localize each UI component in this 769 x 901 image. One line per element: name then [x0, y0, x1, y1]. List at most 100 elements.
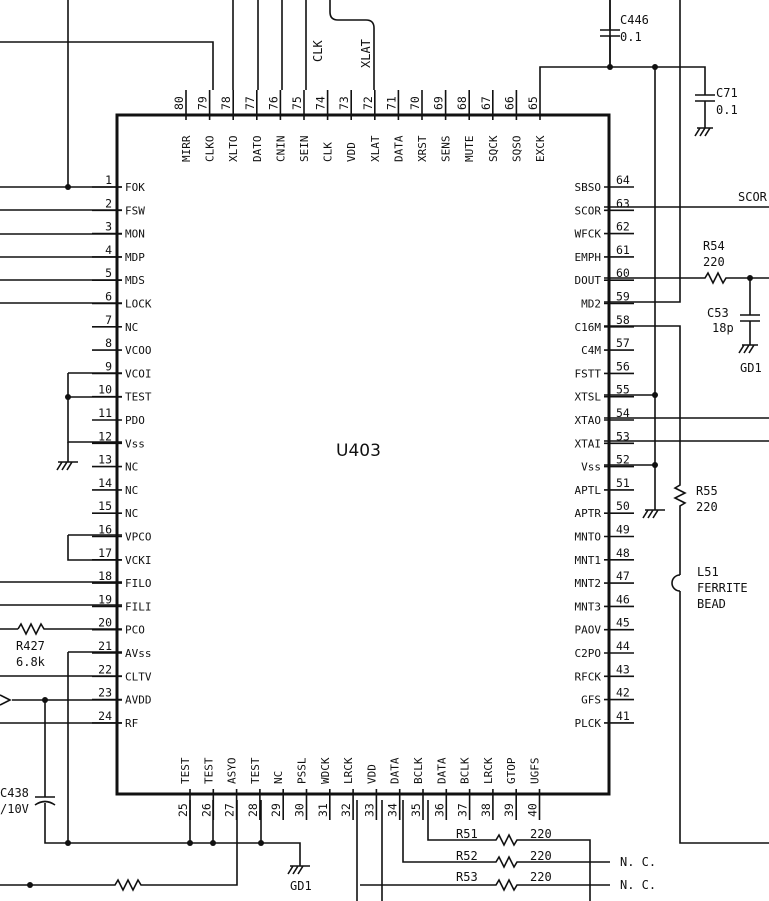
r51-value-label: 220 [530, 827, 552, 841]
pin-name: TEST [125, 391, 152, 404]
pin-number: 4 [105, 243, 112, 257]
pin-number: 42 [616, 686, 630, 700]
pin-number: 27 [223, 803, 237, 817]
pin-name: APTL [575, 484, 602, 497]
pin-number: 70 [408, 96, 422, 110]
pin-number: 11 [98, 406, 112, 420]
pin-name: NC [125, 461, 138, 474]
l51-ref-label: L51 [697, 565, 719, 579]
pin-name: XRST [416, 135, 429, 162]
pin-name: CLTV [125, 670, 152, 683]
pin-number: 67 [479, 96, 493, 110]
pin-number: 21 [98, 639, 112, 653]
r53-value-label: 220 [530, 870, 552, 884]
pin-number: 74 [314, 96, 328, 110]
pin-number: 43 [616, 662, 630, 676]
pin-name: SQCK [487, 135, 500, 162]
pin-name: SENS [440, 136, 453, 163]
xlat-net-label: XLAT [359, 39, 373, 68]
pin-number: 50 [616, 499, 630, 513]
pin-number: 25 [176, 803, 190, 817]
pin-number: 9 [105, 359, 112, 373]
pin-number: 8 [105, 336, 112, 350]
pin-number: 24 [98, 709, 112, 723]
pin-name: C16M [575, 321, 602, 334]
pin-number: 13 [98, 453, 112, 467]
pin-number: 46 [616, 592, 630, 606]
pin-number: 59 [616, 290, 630, 304]
pin-name: FSTT [575, 367, 602, 380]
r51-ref-label: R51 [456, 827, 478, 841]
pin-name: SCOR [575, 204, 602, 217]
gd1-bottom-label: GD1 [290, 879, 312, 893]
pin-number: 49 [616, 523, 630, 537]
pin-number: 2 [105, 196, 112, 210]
pin-number: 10 [98, 383, 112, 397]
pin-number: 38 [479, 803, 493, 817]
l51-line2-label: FERRITE [697, 581, 748, 595]
pin-number: 37 [456, 803, 470, 817]
chip-body [115, 113, 611, 796]
pin-name: BCLK [412, 757, 425, 784]
r55-value-label: 220 [696, 500, 718, 514]
pin-number: 51 [616, 476, 630, 490]
r52-value-label: 220 [530, 849, 552, 863]
pin-name: DOUT [575, 274, 602, 287]
pin-name: MNT2 [575, 577, 602, 590]
nc-label-2: N. C. [620, 878, 656, 892]
pin-number: 7 [105, 313, 112, 327]
pin-number: 63 [616, 196, 630, 210]
c446-ref-label: C446 [620, 13, 649, 27]
pin-name: NC [125, 484, 138, 497]
pin-number: 71 [384, 96, 398, 110]
pin-name: LRCK [342, 757, 355, 784]
pin-name: GTOP [505, 757, 518, 784]
pin-name: VCOI [125, 367, 152, 380]
pin-number: 29 [269, 803, 283, 817]
pin-number: 52 [616, 453, 630, 467]
c438-value-label: /10V [0, 802, 29, 816]
pin-number: 47 [616, 569, 630, 583]
pin-name: RFCK [575, 670, 602, 683]
pin-name: NC [272, 771, 285, 784]
pin-name: SBSO [575, 181, 602, 194]
pin-name: EXCK [534, 135, 547, 162]
pin-name: EMPH [575, 251, 602, 264]
pin-number: 14 [98, 476, 112, 490]
pin-number: 18 [98, 569, 112, 583]
c446-value-label: 0.1 [620, 30, 642, 44]
pin-name: PDO [125, 414, 145, 427]
pin-number: 48 [616, 546, 630, 560]
pin-number: 15 [98, 499, 112, 513]
pin-number: 5 [105, 266, 112, 280]
pin-name: UGFS [529, 758, 542, 785]
pin-number: 77 [243, 96, 257, 110]
pin-name: CNIN [274, 136, 287, 163]
pin-name: MON [125, 228, 145, 241]
pin-name: MUTE [463, 136, 476, 163]
pin-name: MNT1 [575, 554, 602, 567]
pin-name: MDS [125, 274, 145, 287]
pin-number: 57 [616, 336, 630, 350]
pin-name: TEST [249, 757, 262, 784]
pin-number: 80 [172, 96, 186, 110]
pin-name: MIRR [180, 135, 193, 162]
pin-number: 26 [199, 803, 213, 817]
pin-name: ASYO [226, 758, 239, 785]
r52-ref-label: R52 [456, 849, 478, 863]
chip-pins: 1FOK2FSW3MON4MDP5MDS6LOCK7NC8VCOO9VCOI10… [92, 90, 634, 820]
pin-name: WDCK [319, 757, 332, 784]
pin-number: 62 [616, 220, 630, 234]
pin-name: DATA [389, 757, 402, 784]
pin-number: 33 [362, 803, 376, 817]
c438-ref-label: C438 [0, 786, 29, 800]
pin-number: 40 [526, 803, 540, 817]
pin-number: 36 [432, 803, 446, 817]
pin-number: 72 [361, 96, 375, 110]
pin-name: C2PO [575, 647, 602, 660]
pin-name: MDP [125, 251, 145, 264]
pin-name: XLTO [227, 135, 240, 162]
pin-number: 12 [98, 429, 112, 443]
pin-number: 3 [105, 220, 112, 234]
